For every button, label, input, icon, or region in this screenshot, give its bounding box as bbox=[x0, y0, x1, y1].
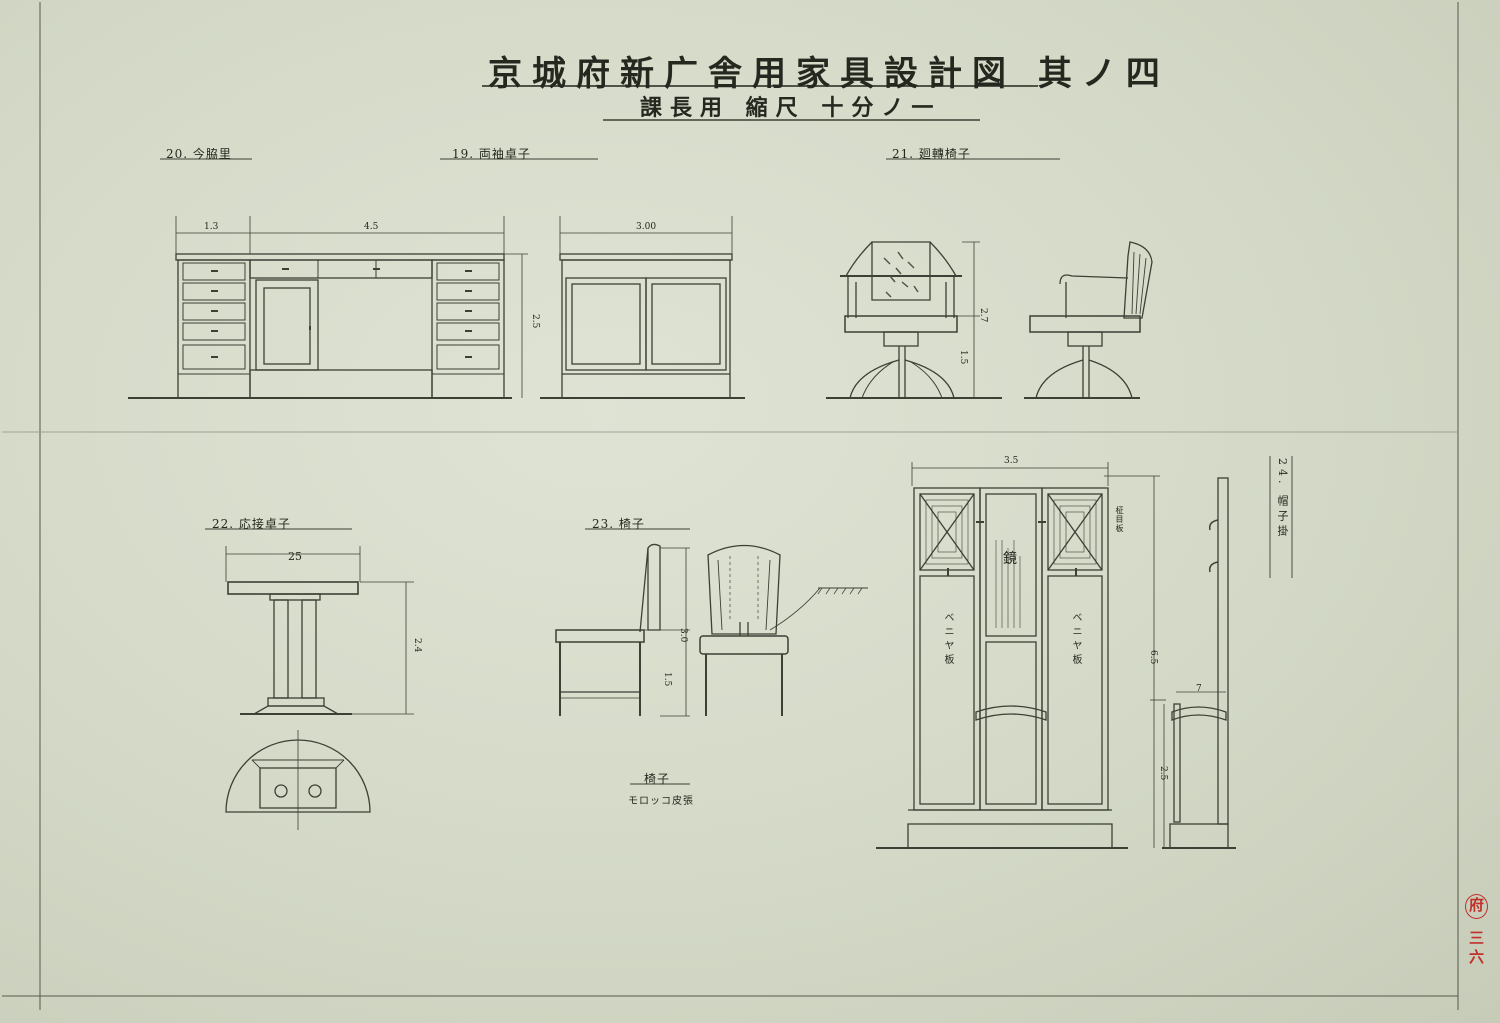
chair-label: 23. 椅子 bbox=[592, 517, 645, 531]
sheet-frame bbox=[2, 2, 1459, 1010]
desk-dim-top: 4.5 bbox=[364, 222, 379, 232]
chair-front-view bbox=[699, 544, 868, 716]
drawing-title: 京城府新广舎用家具設計図 其ノ四 bbox=[488, 54, 1170, 94]
chair-dim-back: 3.0 bbox=[678, 628, 688, 643]
desk-label: 20. 今脇里 bbox=[166, 147, 232, 161]
wardrobe-elevation bbox=[876, 462, 1166, 849]
desk-dim-left: 1.3 bbox=[204, 222, 219, 232]
red-stamp: 府 三六 bbox=[1462, 894, 1488, 986]
side-table-label: 19. 両袖卓子 bbox=[452, 147, 531, 161]
chair-caption-sub: モロッコ皮張 bbox=[628, 796, 694, 807]
swivel-chair-dim-seat: 1.5 bbox=[958, 350, 968, 365]
wardrobe-dim-height: 6.5 bbox=[1148, 650, 1158, 665]
desk-elevation bbox=[128, 216, 528, 399]
hat-rack-dim-rail: 7 bbox=[1196, 684, 1202, 694]
mirror-label: 鏡 bbox=[1003, 551, 1017, 567]
wardrobe-dim-lower: 2.5 bbox=[1158, 766, 1168, 781]
swivel-chair-side bbox=[1024, 241, 1153, 399]
swivel-chair-label: 21. 廻轉椅子 bbox=[892, 147, 971, 161]
reception-table-elevation bbox=[225, 546, 414, 830]
chair-side-view bbox=[555, 543, 690, 717]
stamp-number: 三六 bbox=[1467, 930, 1485, 969]
reception-table-label: 22. 応接卓子 bbox=[212, 517, 291, 531]
reception-table-dim-height: 2.4 bbox=[412, 638, 422, 653]
label-underlines bbox=[160, 158, 1060, 785]
hat-rack-label-lines bbox=[1269, 456, 1293, 578]
swivel-chair-dim-height: 2.7 bbox=[978, 308, 988, 323]
swivel-chair-front bbox=[826, 241, 1002, 399]
veneer-label: 柾目板 bbox=[1115, 506, 1124, 533]
right-panel-label: ベニヤ板 bbox=[1070, 612, 1081, 668]
side-table-elevation bbox=[540, 216, 745, 399]
drawing-subtitle: 課長用 縮尺 十分ノ一 bbox=[640, 95, 942, 121]
stamp-office: 府 bbox=[1465, 894, 1488, 919]
desk-dim-height: 2.5 bbox=[530, 314, 540, 329]
reception-table-dim-top: 25 bbox=[288, 550, 302, 563]
chair-caption: 椅子 bbox=[644, 772, 671, 786]
hat-rack-side bbox=[1162, 477, 1236, 849]
left-panel-label: ベニヤ板 bbox=[942, 612, 953, 668]
hat-rack-label: 24. 帽子掛 bbox=[1276, 458, 1289, 540]
chair-dim-seat: 1.5 bbox=[662, 672, 672, 687]
side-table-dim-top: 3.00 bbox=[636, 222, 657, 232]
wardrobe-dim-width: 3.5 bbox=[1004, 456, 1019, 466]
